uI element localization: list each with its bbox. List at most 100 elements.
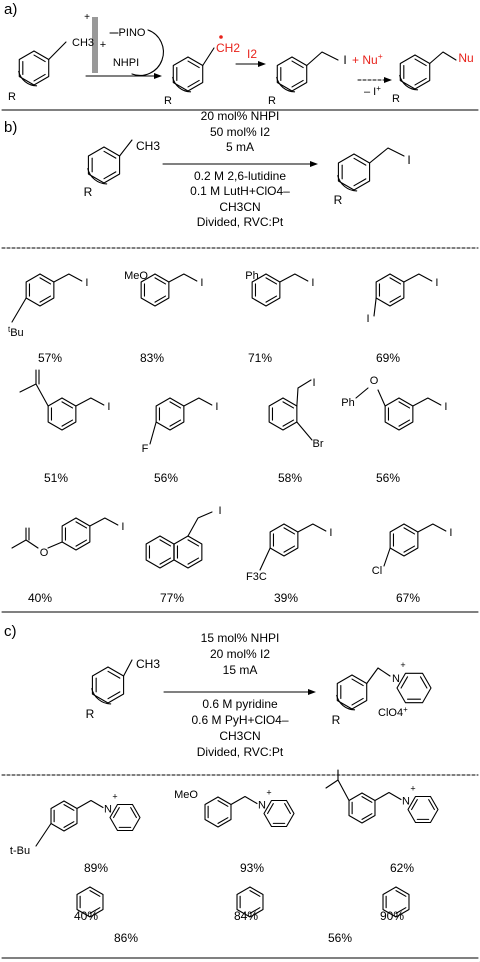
label-part: 0.2 M 2,6-lutidine [194,169,286,183]
label-part: 0.6 M PyH+ClO4– [191,713,288,727]
product-ring-double-bond [154,295,167,303]
product-ring-double-bond [217,800,229,807]
yield-label: 69% [376,351,400,365]
iodide-label: I [329,527,332,539]
yield-label: 77% [160,591,184,605]
label-part: 5 mA [226,140,254,154]
pino-label: PINO [119,27,146,39]
condition-above: 50 mol% I2 [210,125,270,139]
ch2-i-bond [296,379,312,407]
label-part: 50 mol% I2 [210,125,270,139]
panel-label-c: c) [4,623,17,640]
yield-label: 83% [140,351,164,365]
pyridinium-ring-double-bond [267,803,274,815]
iodide-label: I [215,401,218,413]
product-ring-double-bond [249,907,261,914]
sub-bond [373,297,377,317]
naphthalene-ring [145,535,175,569]
iodo-label: I [366,313,369,325]
arrow-c-head [308,689,316,695]
r-group-label: R [392,93,400,105]
product-ring-double-bond [361,796,373,803]
product-ring-double-bond [39,277,52,285]
iodide-label: I [85,277,88,289]
label-part: + [378,51,383,61]
condition-above: 20 mol% I2 [210,647,270,661]
ch2-n-bond [374,791,402,802]
variable-substituent-arc [399,74,419,91]
nucleophile-label: + Nu+ [352,51,383,67]
tbu-label: tBu [8,325,24,340]
product-ring-double-bond [265,295,278,303]
product-ring-double-bond [282,419,295,427]
pyridinium-ring-double-bond [411,799,418,811]
methyl-bond [48,41,67,61]
yield-label: 62% [390,861,414,875]
label-part: + Nu [352,53,378,67]
ph-label: Ph [245,270,258,282]
r-group-label: R [8,91,16,103]
naphthalene-ring-double-bond [159,539,172,547]
product-ring-double-bond [39,295,52,303]
yield-label: 40% [74,909,98,923]
ch2-i-bond [369,147,405,164]
oxygen-label: O [370,375,379,387]
product-ring-double-bond [89,907,101,914]
variable-substituent-arc [18,70,38,87]
r-group-label: R [334,193,343,207]
label-part: Divided, RVC:Pt [197,215,284,229]
variable-substituent-arc [87,168,108,185]
product-ring-double-bond [169,419,182,427]
yield-label: 58% [278,471,302,485]
nhpi-label: NHPI [113,57,139,69]
charge-label: + [400,660,405,670]
cycle-arc [131,29,164,76]
product-ring [76,886,104,918]
naphthalene-ring-double-bond [159,557,172,565]
variable-substituent-arc [276,76,296,93]
perchlorate-label: ClO4+ [378,705,408,720]
cf3-label: F3C [246,571,267,583]
sub-bond [296,421,313,441]
ether-bond [377,389,386,407]
panel-label-a: a) [4,1,17,18]
product-ring-double-bond [75,539,88,547]
label-part: CH3CN [219,729,260,743]
pyridinium-ring-double-bond [400,676,409,689]
condition-above: 20 mol% NHPI [201,109,280,123]
condition-below: Divided, RVC:Pt [197,745,284,759]
variable-substituent-arc [172,76,192,93]
naphthalene-ring [173,535,203,569]
condition-above: 15 mA [223,663,258,677]
bond-layer [1,17,479,959]
label-part: CH3 [136,139,160,153]
ch2-i-bond [168,273,198,283]
product-ring-double-bond [403,527,416,535]
label-part: CH3 [72,37,94,49]
label-part: + [403,705,408,714]
r-group-label: R [332,713,341,727]
ch2-i-bond [412,397,442,407]
iodide-label: I [218,505,221,517]
product-ring-double-bond [169,401,182,409]
fluoro-label: F [142,443,149,455]
product-ring [348,792,376,824]
product-ring-double-bond [395,890,407,897]
arrow-b-head [310,161,318,167]
product-ring [389,523,419,557]
benzyl-radical-ring-double-bond [187,60,200,69]
product-ring-double-bond [249,890,261,897]
iodide-leaving-label: – I+ [364,84,381,99]
yield-label: 86% [114,931,138,945]
product-ring [61,517,91,551]
product-ring-double-bond [414,58,427,67]
variable-substituent-arc [91,688,112,705]
label-part: I2 [247,47,257,61]
r-group-label: R [86,707,95,721]
r-group-label: R [164,95,172,107]
label-part: Bu [10,327,23,339]
benzyl-iodide-ring-double-bond [291,79,304,88]
r-group-label: R [84,185,93,199]
